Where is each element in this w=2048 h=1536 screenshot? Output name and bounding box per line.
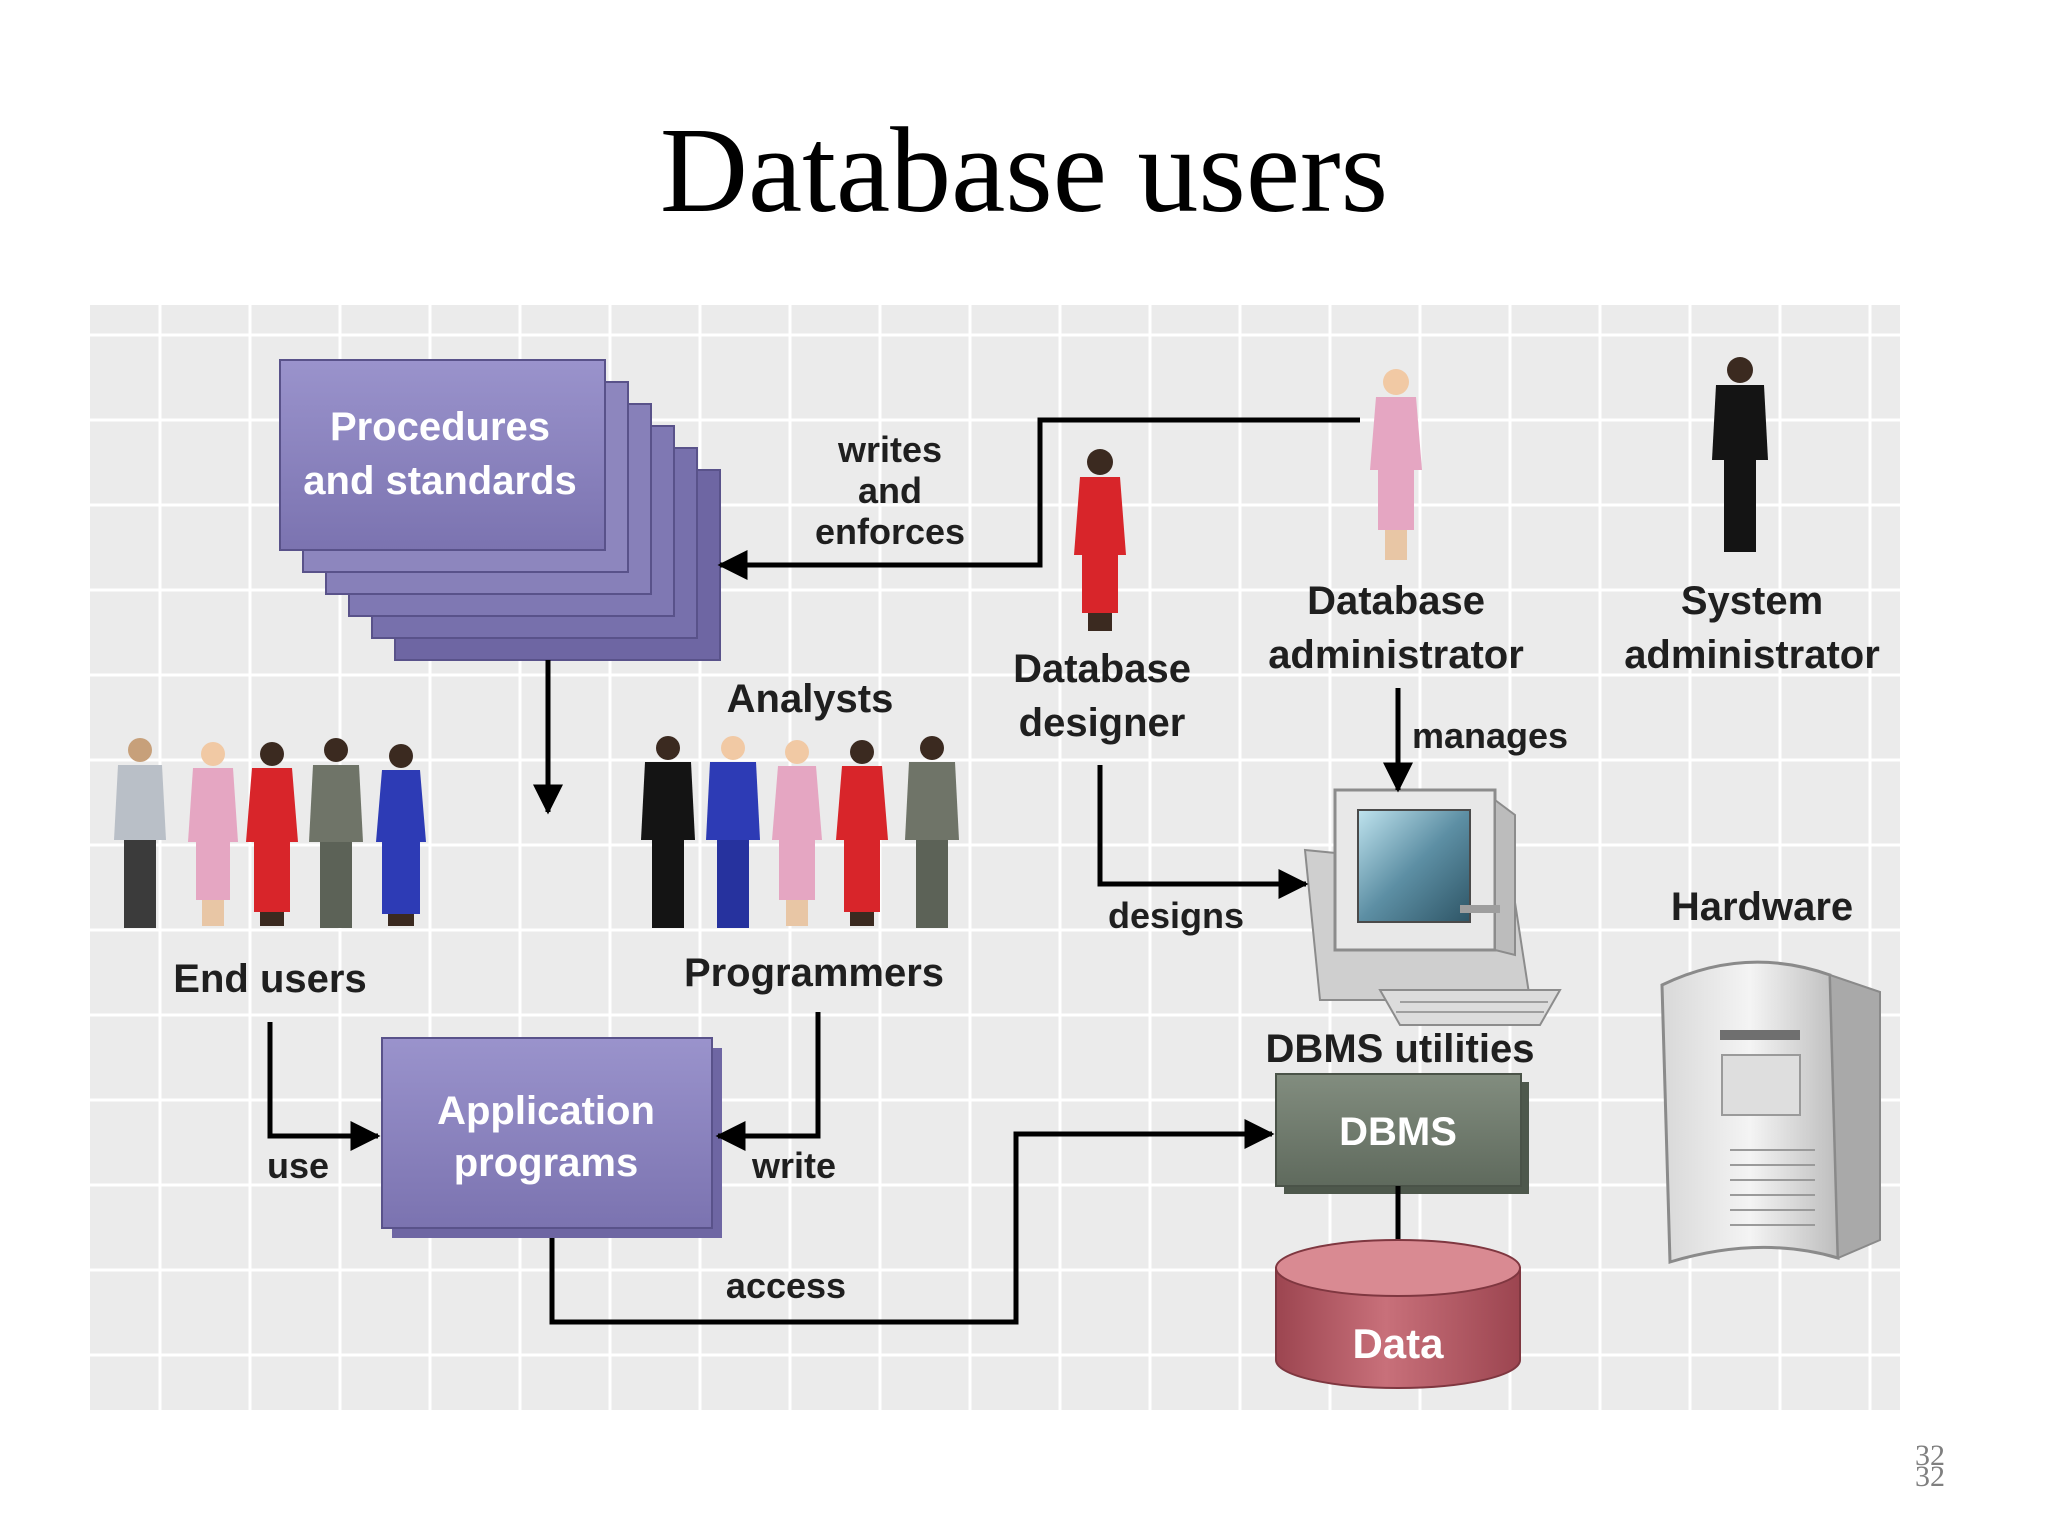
slide-title: Database users	[659, 103, 1389, 238]
edge-label-manages: manages	[1412, 715, 1568, 756]
database-designer-figure	[1074, 449, 1126, 631]
label-database-administrator-1: Database	[1307, 579, 1485, 623]
person-icon	[246, 742, 298, 926]
label-end-users: End users	[173, 957, 366, 1001]
procedures-label-2: and standards	[303, 459, 576, 503]
person-icon	[836, 740, 888, 926]
database-administrator-figure	[1370, 369, 1422, 560]
label-database-designer-1: Database	[1013, 647, 1191, 691]
connector-writes-enforces	[717, 417, 1360, 580]
edge-label-designs: designs	[1108, 895, 1244, 936]
connector-designs	[1097, 765, 1309, 899]
application-label-2: programs	[454, 1141, 639, 1185]
person-icon	[376, 744, 426, 926]
edge-label-enforces: enforces	[815, 511, 965, 552]
connector-use	[267, 1022, 381, 1151]
label-database-administrator-2: administrator	[1268, 633, 1524, 677]
person-icon	[114, 738, 166, 928]
data-label: Data	[1352, 1320, 1444, 1367]
edge-label-write: write	[751, 1145, 836, 1186]
edge-label-writes: writes	[837, 429, 942, 470]
analysts-programmers-figures	[641, 736, 959, 928]
application-programs-box: Application programs	[381, 1037, 722, 1238]
person-icon	[641, 736, 695, 928]
label-analysts: Analysts	[727, 677, 894, 721]
person-icon	[1712, 357, 1768, 552]
dbms-box: DBMS	[1275, 1073, 1529, 1194]
person-icon	[772, 740, 822, 926]
label-programmers: Programmers	[684, 951, 944, 995]
connector-write	[715, 1012, 821, 1151]
edge-label-use: use	[267, 1145, 329, 1186]
application-label-1: Application	[437, 1089, 655, 1133]
label-database-designer-2: designer	[1019, 701, 1186, 745]
data-cylinder: Data	[1275, 1239, 1521, 1389]
connector-access	[549, 1119, 1275, 1325]
procedures-label-1: Procedures	[330, 405, 550, 449]
person-icon	[309, 738, 363, 928]
page-number-text: 32	[1915, 1460, 1945, 1493]
page-number: 32 32	[1915, 1439, 1945, 1493]
end-users-figures	[114, 738, 426, 928]
system-administrator-figure	[1712, 357, 1768, 552]
computer-icon	[1303, 788, 1562, 1026]
person-icon	[706, 736, 760, 928]
edge-label-and: and	[858, 470, 922, 511]
label-hardware: Hardware	[1671, 885, 1853, 929]
person-icon	[1370, 369, 1422, 560]
page-number-shadow: 32	[1915, 1439, 1945, 1472]
label-system-administrator-1: System	[1681, 579, 1823, 623]
person-icon	[188, 742, 238, 926]
label-dbms-utilities: DBMS utilities	[1266, 1027, 1535, 1071]
server-tower-icon	[1660, 960, 1881, 1264]
label-system-administrator-2: administrator	[1624, 633, 1880, 677]
edge-label-access: access	[726, 1265, 846, 1306]
procedures-stack: Procedures and standards	[279, 359, 721, 661]
person-icon	[905, 736, 959, 928]
dbms-label: DBMS	[1339, 1110, 1457, 1154]
person-icon	[1074, 449, 1126, 631]
